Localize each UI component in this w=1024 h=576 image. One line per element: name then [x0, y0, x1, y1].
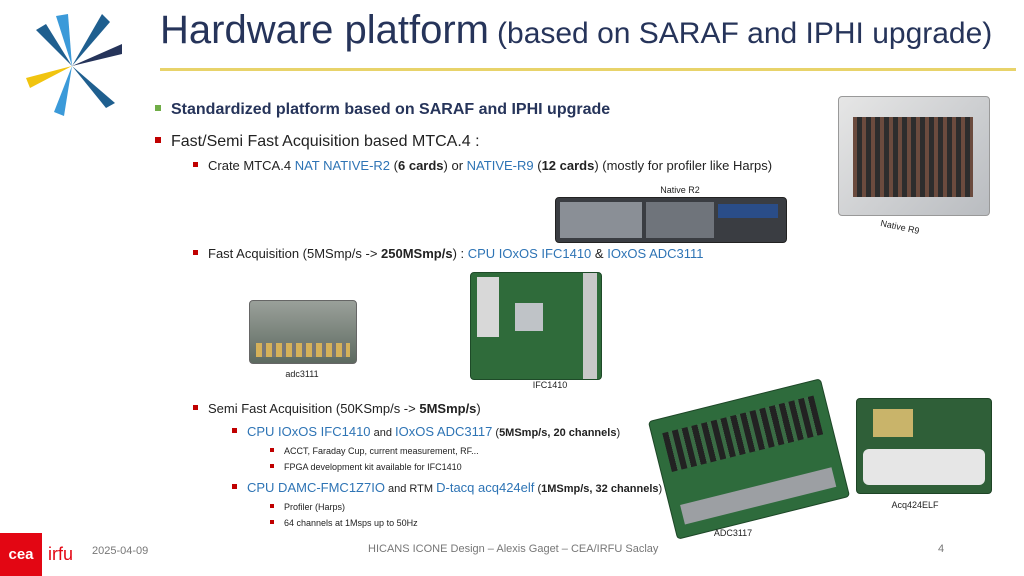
bullet-marker: [232, 484, 237, 490]
caption-adc3111: adc3111: [285, 369, 319, 379]
link-native-r2[interactable]: NAT NATIVE-R2: [294, 158, 391, 173]
bullet-marker: [193, 250, 198, 256]
native-r9-crate-image: [838, 96, 990, 216]
link-damc-fmc1z7io[interactable]: CPU DAMC-FMC1Z7IO: [247, 480, 385, 495]
text-span: ) or: [443, 158, 467, 173]
text-span: Crate MTCA.4: [208, 158, 295, 173]
sub-bullet-fpga-kit: FPGA development kit available for IFC14…: [270, 462, 462, 472]
sub-bullet-acct: ACCT, Faraday Cup, current measurement, …: [270, 446, 479, 456]
bullet-text: Fast/Semi Fast Acquisition based MTCA.4 …: [171, 133, 480, 150]
sub-bullet-profiler: Profiler (Harps): [270, 502, 345, 512]
title-main: Hardware platform: [160, 8, 490, 52]
text-span: ) :: [452, 246, 468, 261]
irfu-logo-text: irfu: [48, 544, 74, 564]
bold-span: 250MSmp/s: [381, 246, 453, 261]
bullet-marker: [193, 405, 198, 411]
text-span: and RTM: [384, 483, 437, 495]
caption-ifc1410: IFC1410: [532, 380, 568, 390]
page-number: 4: [938, 543, 945, 555]
link-acq424elf[interactable]: D-tacq acq424elf: [436, 480, 535, 495]
bullet-fast-semi-acquisition: Fast/Semi Fast Acquisition based MTCA.4 …: [155, 133, 480, 151]
text-span: Semi Fast Acquisition (50KSmp/s ->: [208, 401, 420, 416]
text-span: Fast Acquisition (5MSmp/s ->: [208, 246, 382, 261]
link-adc3111[interactable]: IOxOS ADC3111: [607, 246, 704, 261]
bullet-marker: [270, 463, 274, 468]
sub-bullet-text: FPGA development kit available for IFC14…: [284, 462, 462, 472]
link-cpu-ifc1410[interactable]: CPU IOxOS IFC1410: [247, 424, 371, 439]
bullet-marker: [270, 447, 274, 452]
sub-bullet-text: Profiler (Harps): [284, 502, 346, 512]
native-r2-crate-image: [555, 197, 787, 243]
acq424elf-board-image: [856, 398, 992, 494]
text-span: (: [492, 427, 500, 439]
text-span: ): [616, 427, 621, 439]
title-subtitle: (based on SARAF and IPHI upgrade): [497, 17, 993, 50]
bullet-marker: [193, 162, 198, 168]
bullet-crate-mtca: Crate MTCA.4 NAT NATIVE-R2 (6 cards) or …: [193, 158, 772, 173]
bold-span: 12 cards: [541, 158, 595, 173]
footer-center-text: HICANS ICONE Design – Alexis Gaget – CEA…: [368, 543, 659, 555]
bold-span: 5MSmp/s, 20 channels: [499, 427, 617, 439]
footer-date: 2025-04-09: [92, 545, 149, 557]
caption-acq424elf: Acq424ELF: [891, 500, 939, 510]
link-ifc1410[interactable]: CPU IOxOS IFC1410: [467, 246, 592, 261]
bullet-marker: [155, 136, 161, 143]
sub-bullet-64-channels: 64 channels at 1Msps up to 50Hz: [270, 518, 418, 528]
bullet-marker: [155, 104, 161, 111]
slide-title: Hardware platform(based on SARAF and IPH…: [160, 8, 992, 53]
adc3117-board-image: [647, 378, 851, 540]
cea-logo-box: cea: [0, 533, 42, 576]
bullet-marker: [232, 428, 237, 434]
sub-bullet-text: 64 channels at 1Msps up to 50Hz: [284, 518, 418, 528]
caption-adc3117: ADC3117: [713, 528, 753, 538]
bullet-semi-fast-acquisition: Semi Fast Acquisition (50KSmp/s -> 5MSmp…: [193, 401, 481, 416]
bullet-marker: [270, 503, 274, 508]
bold-span: 5MSmp/s: [419, 401, 477, 416]
caption-native-r9: Native R9: [879, 217, 921, 236]
adc3111-board-image: [249, 300, 357, 364]
text-span: (: [533, 158, 542, 173]
cea-irfu-logo: cea irfu: [0, 533, 88, 576]
ifc1410-board-image: [470, 272, 602, 380]
bullet-marker: [270, 519, 274, 524]
text-span: (: [534, 483, 542, 495]
text-span: ): [476, 401, 481, 416]
text-span: and: [370, 427, 396, 439]
bullet-cpu-ifc1410-adc3117: CPU IOxOS IFC1410 and IOxOS ADC3117 (5MS…: [232, 424, 620, 439]
text-span: ) (mostly for profiler like Harps): [594, 158, 773, 173]
caption-native-r2: Native R2: [660, 185, 700, 195]
text-span: (: [390, 158, 398, 173]
bold-span: 6 cards: [398, 158, 444, 173]
bullet-text: Standardized platform based on SARAF and…: [171, 101, 611, 118]
bullet-standardized-platform: Standardized platform based on SARAF and…: [155, 101, 610, 119]
irfu-pinwheel-logo: [26, 14, 122, 116]
bullet-fast-acquisition: Fast Acquisition (5MSmp/s -> 250MSmp/s) …: [193, 246, 704, 261]
link-native-r9[interactable]: NATIVE-R9: [466, 158, 534, 173]
bullet-cpu-damc-fmc1z7io: CPU DAMC-FMC1Z7IO and RTM D-tacq acq424e…: [232, 480, 662, 495]
text-span: ): [658, 483, 663, 495]
title-underline: [160, 68, 1016, 71]
link-adc3117[interactable]: IOxOS ADC3117: [395, 424, 493, 439]
text-span: &: [591, 246, 608, 261]
sub-bullet-text: ACCT, Faraday Cup, current measurement, …: [284, 446, 479, 456]
bold-span: 1MSmp/s, 32 channels: [541, 483, 659, 495]
